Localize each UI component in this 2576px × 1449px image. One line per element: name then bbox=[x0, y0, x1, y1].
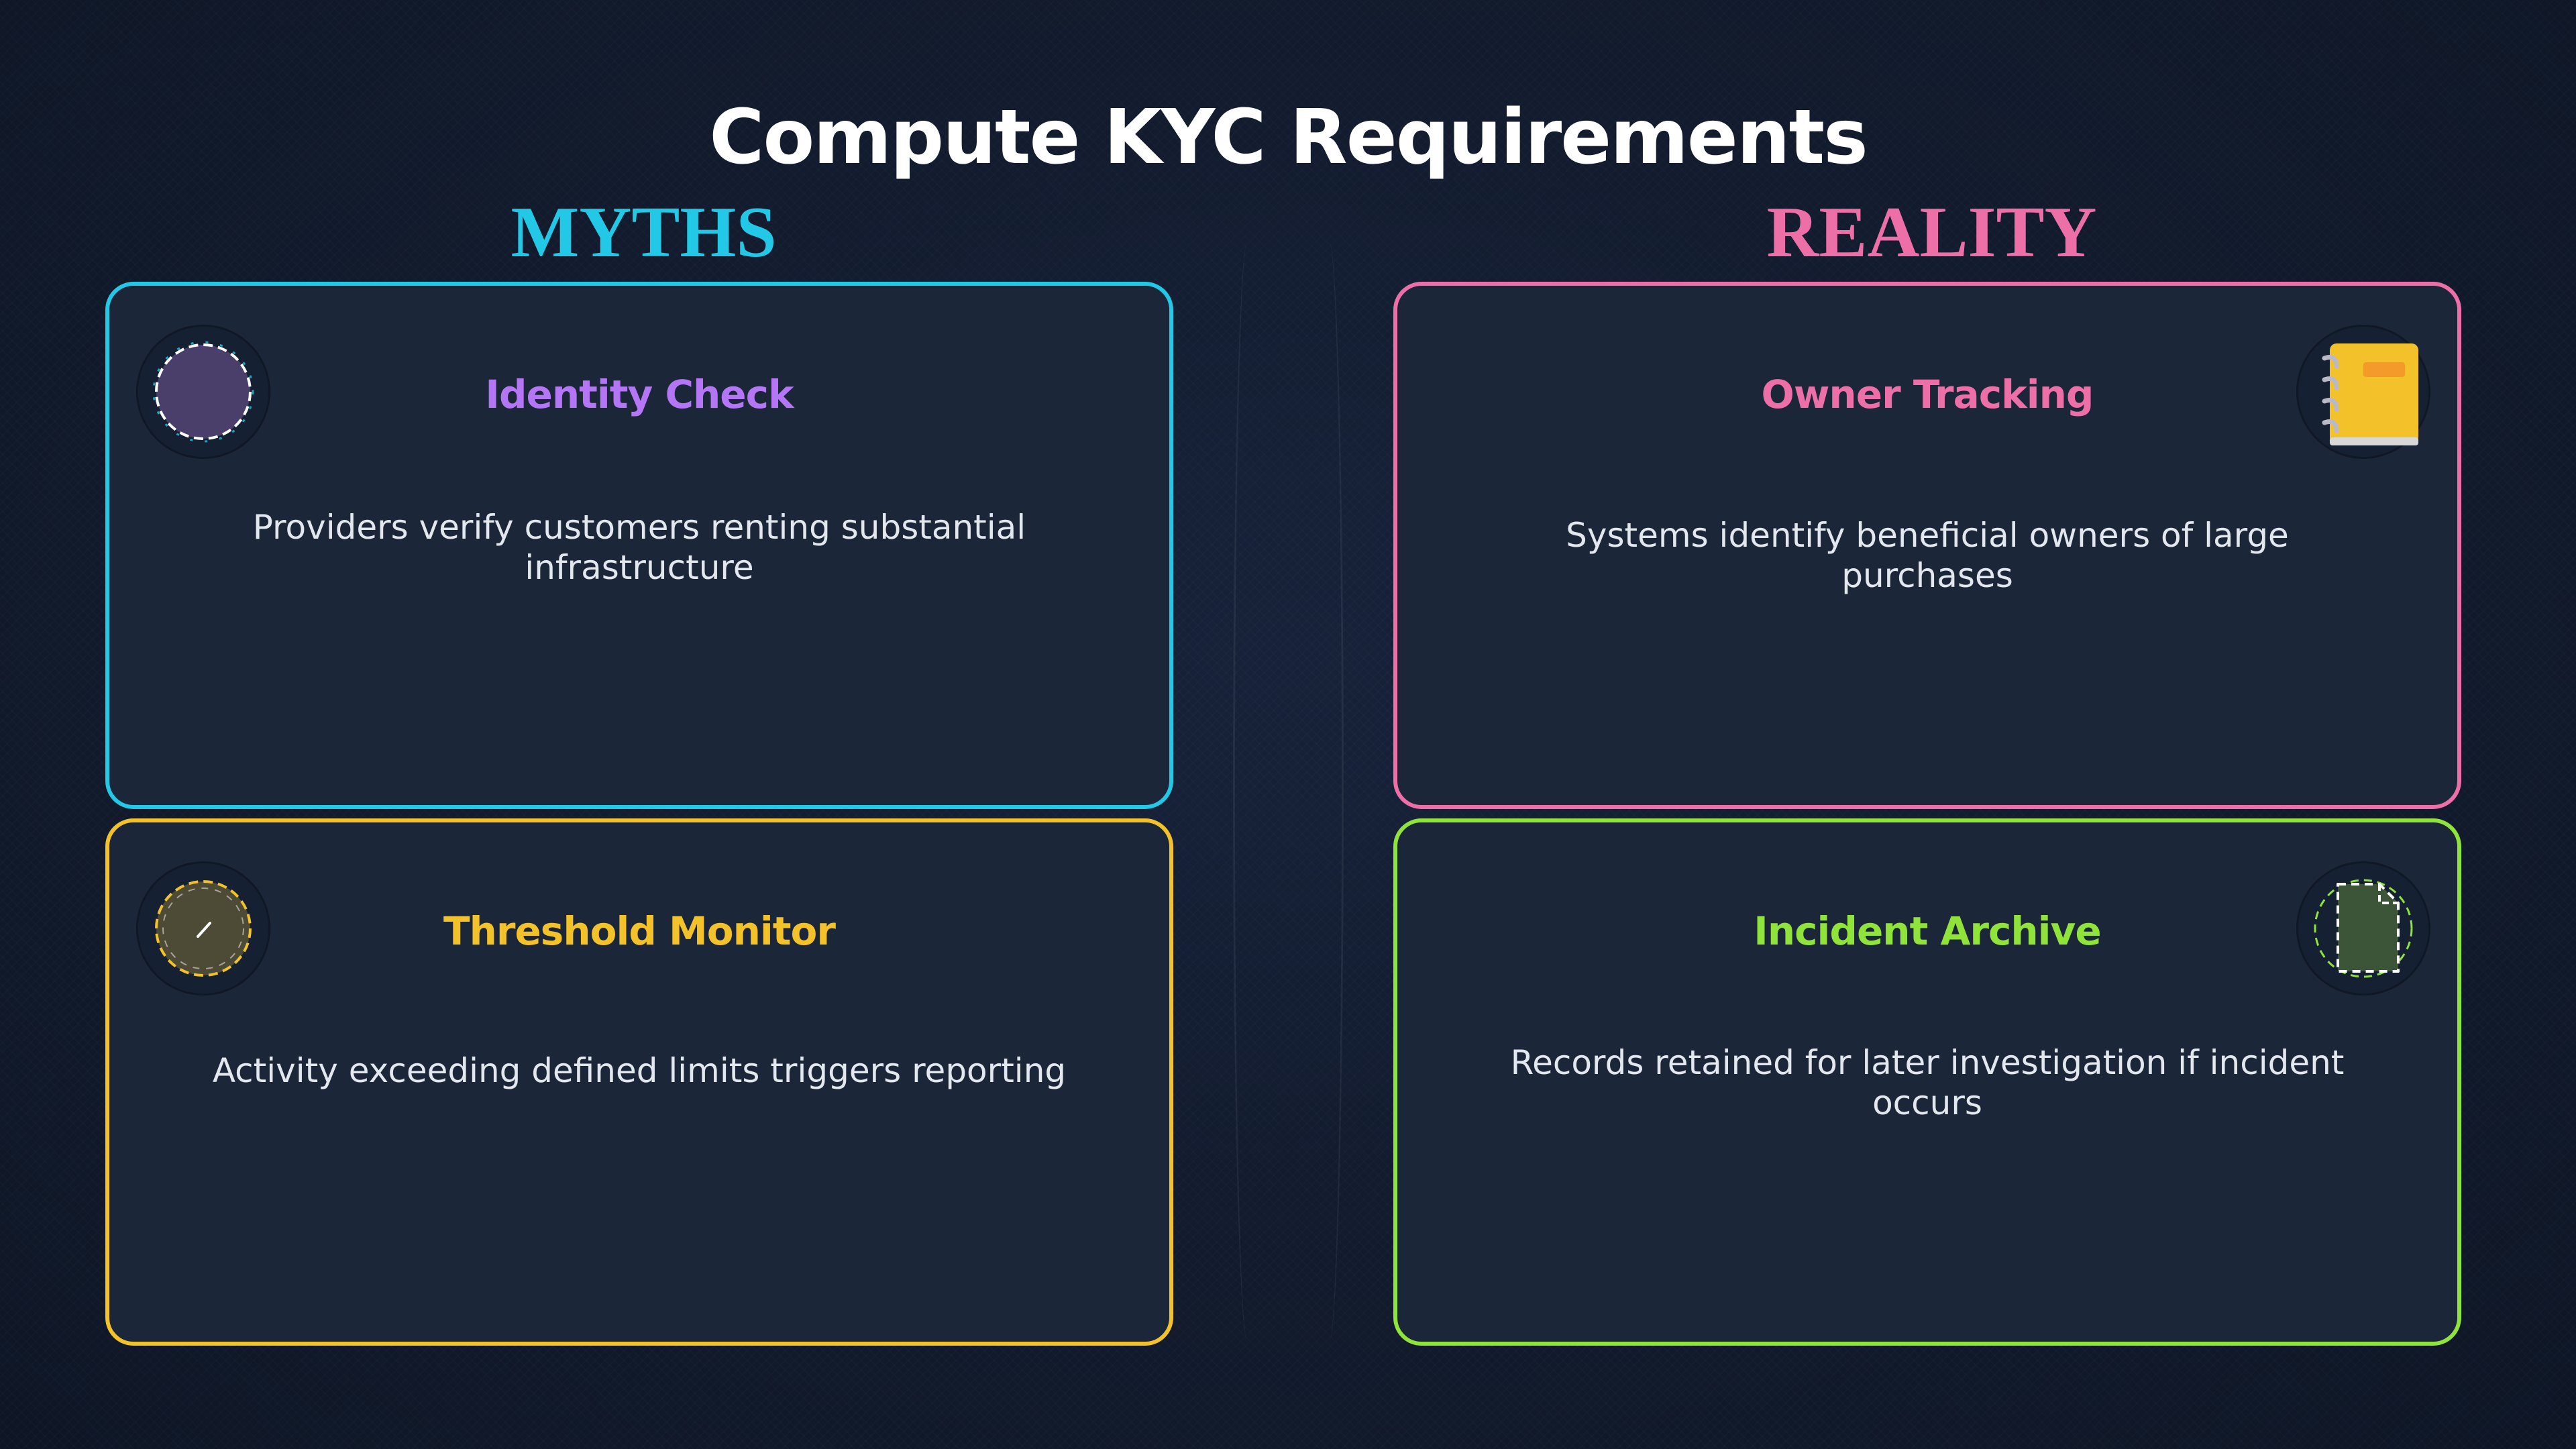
card-body: Systems identify beneficial owners of la… bbox=[1566, 516, 2289, 595]
card-title: Threshold Monitor bbox=[443, 908, 836, 954]
reality-heading: REALITY bbox=[1766, 193, 2097, 272]
card-body: Providers verify customers renting subst… bbox=[252, 508, 1026, 587]
page-title: Compute KYC Requirements bbox=[709, 94, 1868, 181]
card-incident-archive: Incident Archive Records retained for la… bbox=[1393, 818, 2461, 1346]
gauge-icon bbox=[136, 861, 270, 996]
myths-heading: MYTHS bbox=[511, 193, 777, 272]
card-owner-tracking: Owner Tracking Systems identify benefici… bbox=[1393, 282, 2461, 809]
notebook-icon bbox=[2296, 325, 2430, 459]
card-body: Activity exceeding defined limits trigge… bbox=[212, 1051, 1067, 1090]
card-title: Identity Check bbox=[485, 372, 794, 417]
card-threshold-monitor: Threshold Monitor Activity exceeding def… bbox=[105, 818, 1173, 1346]
card-body: Records retained for later investigation… bbox=[1510, 1043, 2345, 1122]
document-icon bbox=[2296, 861, 2430, 996]
id-badge-icon bbox=[136, 325, 270, 459]
card-identity-check: Identity Check Providers verify customer… bbox=[105, 282, 1173, 809]
card-title: Owner Tracking bbox=[1761, 372, 2094, 417]
center-divider-left bbox=[1233, 241, 1262, 1342]
card-title: Incident Archive bbox=[1754, 908, 2101, 954]
center-divider-right bbox=[1315, 241, 1344, 1342]
